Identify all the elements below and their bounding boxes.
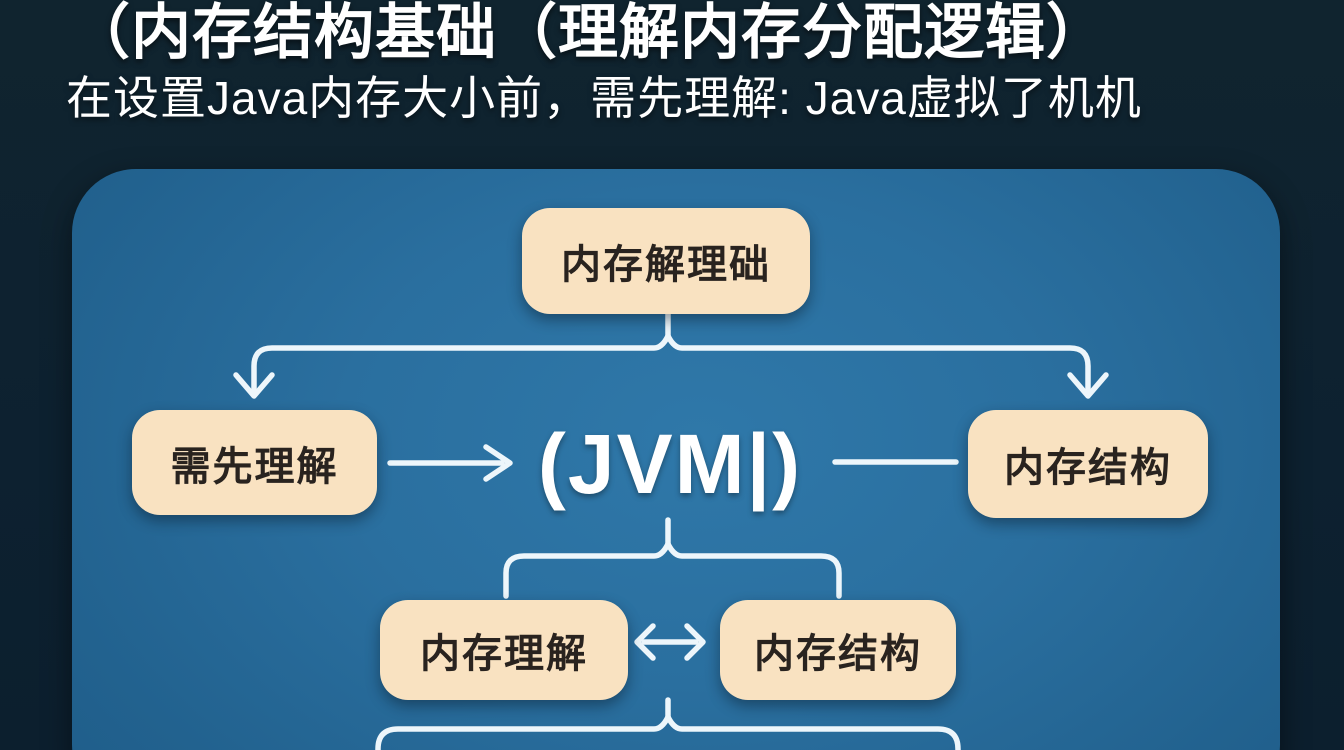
arrowhead-down-left-icon (233, 372, 275, 399)
page-title: （内存结构基础（理解内存分配逻辑） (70, 0, 1107, 66)
arrowhead-right2-icon (684, 623, 706, 661)
node-memory-basics-label: 内存解理础 (561, 243, 771, 287)
node-memory-understanding-label: 内存理解 (420, 632, 588, 676)
connector-bottom-brace (375, 714, 961, 750)
arrowhead-right-icon (483, 444, 513, 482)
node-memory-structure-2-label: 内存结构 (754, 632, 922, 676)
node-memory-understanding: 内存理解 (380, 600, 628, 700)
arrowhead-left-icon (634, 623, 656, 661)
node-must-understand-label: 需先理解 (170, 444, 339, 489)
arrowhead-down-right-icon (1067, 372, 1109, 399)
node-memory-basics: 内存解理础 (522, 208, 810, 314)
connector-level1-brace (251, 333, 1091, 394)
node-memory-structure-2: 内存结构 (720, 600, 956, 700)
diagram-panel: 内存解理础 需先理解 (JVM|) 内存结构 内存理解 内存结构 (72, 169, 1280, 750)
page-subtitle: 在设置Java内存大小前，需先理解: Java虚拟了机机 (66, 72, 1142, 124)
jvm-label: (JVM|) (537, 416, 803, 511)
node-must-understand: 需先理解 (132, 410, 377, 515)
node-memory-structure: 内存结构 (968, 410, 1208, 518)
node-memory-structure-label: 内存结构 (1004, 446, 1172, 490)
flowchart-connectors (233, 311, 1109, 750)
connector-level2-brace (503, 541, 842, 599)
